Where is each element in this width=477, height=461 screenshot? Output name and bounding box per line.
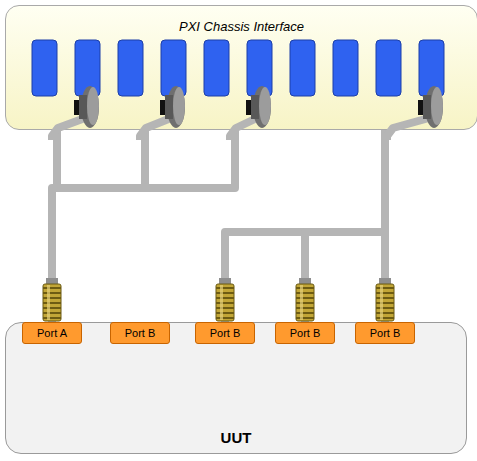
card-slot (204, 40, 229, 96)
card-slot (376, 40, 401, 96)
cable-plug (387, 86, 443, 140)
cable (52, 130, 235, 322)
card-slot (333, 40, 358, 96)
card-slot (290, 40, 315, 96)
uut-box: UUT Port A Port B Port B Port B Port B (5, 322, 467, 454)
cable-plug (140, 86, 185, 140)
port-label: Port B (111, 327, 169, 339)
port-label: Port B (276, 327, 334, 339)
bnc-connector (43, 278, 61, 321)
cable-plug (52, 86, 99, 140)
bnc-connector (216, 278, 234, 321)
chassis-panel: PXI Chassis Interface (5, 5, 477, 130)
port-box: Port B (355, 322, 415, 344)
port-box: Port A (22, 322, 82, 344)
cable (225, 130, 385, 322)
box-title: PXI Chassis Interface (6, 19, 477, 34)
card-slot (118, 40, 143, 96)
card-slot (32, 40, 57, 96)
port-box: Port B (110, 322, 170, 344)
bnc-connector (296, 278, 314, 321)
bnc-connector (376, 278, 394, 321)
port-label: Port A (23, 327, 81, 339)
cable (305, 130, 385, 322)
cable-plug (230, 86, 271, 140)
port-box: Port B (195, 322, 255, 344)
port-box: Port B (275, 322, 335, 344)
port-label: Port B (356, 327, 414, 339)
port-label: Port B (196, 327, 254, 339)
box-title: UUT (6, 429, 466, 446)
